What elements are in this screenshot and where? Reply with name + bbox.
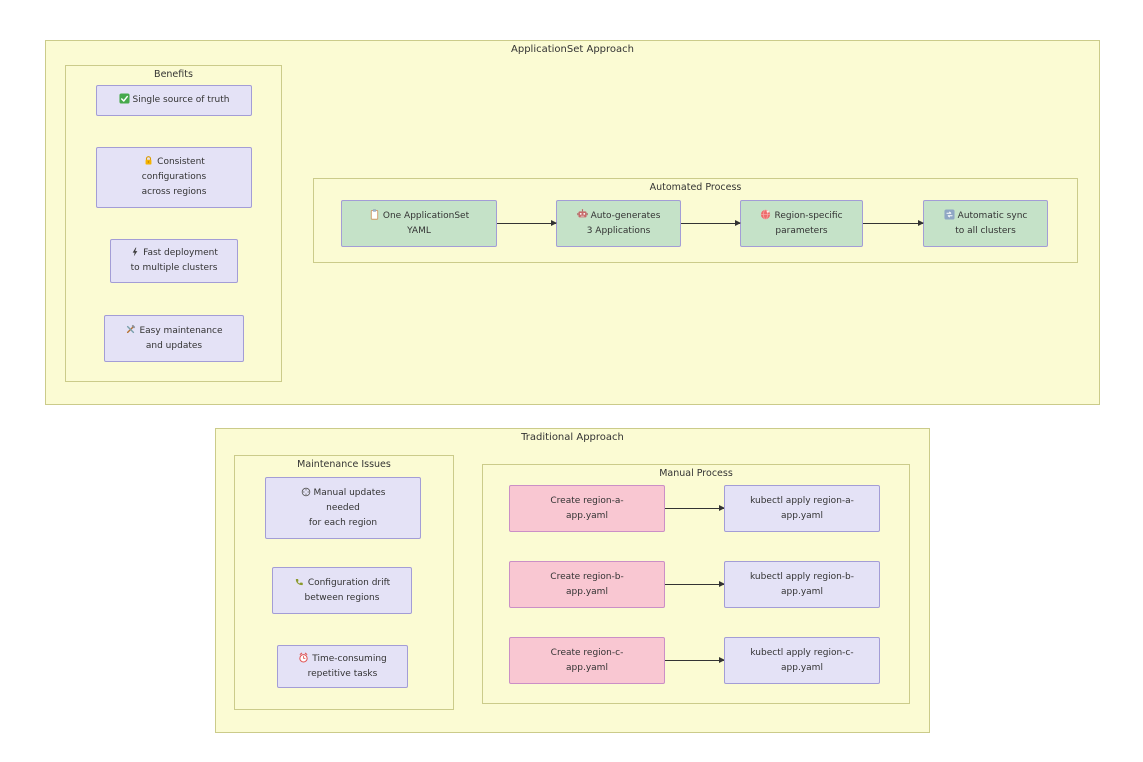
create-region-b-node: Create region-b- app.yaml [509, 561, 665, 608]
create-label: Create region-a- app.yaml [550, 495, 624, 521]
step-automatic-sync: Automatic sync to all clusters [923, 200, 1048, 247]
apply-region-c-node: kubectl apply region-c- app.yaml [724, 637, 880, 684]
appset-approach-title: ApplicationSet Approach [511, 44, 634, 55]
flow-arrow [665, 657, 725, 663]
flow-arrow [497, 220, 557, 226]
create-region-c-node: Create region-c- app.yaml [509, 637, 665, 684]
step-label: Automatic sync to all clusters [955, 210, 1028, 236]
create-region-a-node: Create region-a- app.yaml [509, 485, 665, 532]
benefits-title: Benefits [154, 69, 193, 80]
step-label: Auto-generates 3 Applications [586, 210, 661, 236]
step-label: Region-specific parameters [774, 210, 843, 236]
phone-icon [294, 576, 305, 587]
automated-process-title: Automated Process [649, 182, 742, 193]
benefit-single-source: Single source of truth [96, 85, 252, 116]
tools-icon [125, 324, 136, 335]
benefit-fast-deployment: Fast deployment to multiple clusters [110, 239, 238, 283]
issue-time-consuming: Time-consuming repetitive tasks [277, 645, 408, 688]
benefit-label: Easy maintenance and updates [139, 325, 223, 351]
issue-configuration-drift: Configuration drift between regions [272, 567, 412, 614]
benefit-label: Consistent configurations across regions [141, 157, 207, 197]
flow-arrow [665, 581, 725, 587]
apply-label: kubectl apply region-c- app.yaml [750, 647, 854, 673]
issue-label: Manual updates needed for each region [308, 487, 386, 528]
sync-icon [944, 208, 955, 220]
traditional-approach-title: Traditional Approach [521, 432, 624, 443]
step-auto-generates: Auto-generates 3 Applications [556, 200, 681, 247]
create-label: Create region-b- app.yaml [550, 571, 624, 597]
apply-region-b-node: kubectl apply region-b- app.yaml [724, 561, 880, 608]
issue-label: Configuration drift between regions [304, 577, 391, 603]
alarm-clock-icon [298, 652, 309, 663]
apply-region-a-node: kubectl apply region-a- app.yaml [724, 485, 880, 532]
lightning-icon [130, 247, 140, 257]
globe-icon [760, 209, 771, 220]
apply-label: kubectl apply region-b- app.yaml [749, 571, 855, 597]
manual-process-title: Manual Process [659, 468, 733, 479]
issue-manual-updates: Manual updates needed for each region [265, 477, 421, 539]
refresh-icon [301, 487, 311, 497]
step-label: One ApplicationSet YAML [382, 210, 470, 236]
step-one-applicationset-yaml: One ApplicationSet YAML [341, 200, 497, 247]
create-label: Create region-c- app.yaml [550, 647, 624, 673]
flow-arrow [863, 220, 924, 226]
benefit-consistent-config: Consistent configurations across regions [96, 147, 252, 208]
step-region-specific: Region-specific parameters [740, 200, 863, 247]
benefit-easy-maintenance: Easy maintenance and updates [104, 315, 244, 362]
lock-icon [143, 155, 154, 166]
benefit-label: Single source of truth [132, 95, 230, 105]
check-icon [118, 93, 130, 104]
maintenance-issues-title: Maintenance Issues [297, 459, 391, 470]
issue-label: Time-consuming repetitive tasks [307, 653, 387, 679]
apply-label: kubectl apply region-a- app.yaml [750, 495, 854, 521]
robot-icon [576, 208, 588, 220]
benefit-label: Fast deployment to multiple clusters [130, 248, 218, 273]
flow-arrow [665, 505, 725, 511]
clipboard-icon [369, 208, 380, 220]
flow-arrow [681, 220, 741, 226]
